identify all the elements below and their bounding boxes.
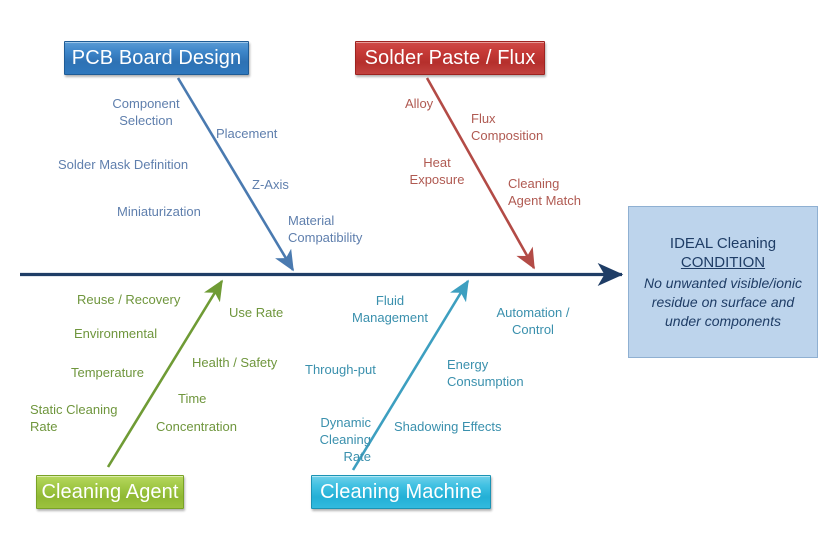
cause-z-axis: Z-Axis <box>252 177 289 192</box>
cause-material-compatibility: Material Compatibility <box>288 213 363 245</box>
cause-alloy: Alloy <box>405 96 434 111</box>
effect-heading-line2: CONDITION <box>680 253 766 271</box>
cause-flux-composition: Flux Composition <box>471 111 544 143</box>
cause-heat-exposure: Heat Exposure <box>409 155 465 187</box>
category-box-cleaning-machine[interactable]: Cleaning Machine <box>311 475 491 509</box>
effect-body-text: No unwanted visible/ionic residue on sur… <box>644 274 802 329</box>
category-box-pcb-board-design[interactable]: PCB Board Design <box>64 41 249 75</box>
cause-placement: Placement <box>216 126 278 141</box>
cause-temperature: Temperature <box>71 365 144 380</box>
effect-box-ideal-cleaning-condition[interactable]: IDEAL Cleaning CONDITION No unwanted vis… <box>628 206 818 358</box>
cause-environmental: Environmental <box>74 326 158 341</box>
effect-heading-line1: IDEAL Cleaning <box>669 234 777 252</box>
cause-fluid-management: Fluid Management <box>352 293 428 325</box>
category-box-solder-paste-flux[interactable]: Solder Paste / Flux <box>355 41 545 75</box>
cause-solder-mask-definition: Solder Mask Definition <box>58 157 189 172</box>
category-label-cleaning-agent: Cleaning Agent <box>41 480 179 503</box>
cause-reuse-recovery: Reuse / Recovery <box>77 292 181 307</box>
cause-miniaturization: Miniaturization <box>117 204 201 219</box>
cause-dynamic-cleaning-rate: Dynamic Cleaning Rate <box>319 415 371 464</box>
category-label-pcb-board-design: PCB Board Design <box>71 46 242 69</box>
category-label-solder-paste-flux: Solder Paste / Flux <box>364 46 536 69</box>
cause-static-cleaning-rate: Static Cleaning Rate <box>30 402 118 434</box>
cause-through-put: Through-put <box>305 362 376 377</box>
cause-use-rate: Use Rate <box>229 305 284 320</box>
cause-automation-control: Automation / Control <box>496 305 570 337</box>
cause-health-safety: Health / Safety <box>192 355 278 370</box>
cause-energy-consumption: Energy Consumption <box>447 357 524 389</box>
category-label-cleaning-machine: Cleaning Machine <box>320 480 482 503</box>
cause-concentration: Concentration <box>156 419 237 434</box>
category-box-cleaning-agent[interactable]: Cleaning Agent <box>36 475 184 509</box>
cause-cleaning-agent-match: Cleaning Agent Match <box>508 176 581 208</box>
cause-component-selection: Component Selection <box>112 96 180 128</box>
cause-shadowing-effects: Shadowing Effects <box>394 419 502 434</box>
cause-time: Time <box>178 391 207 406</box>
branch-pcb-board-design <box>176 77 295 272</box>
